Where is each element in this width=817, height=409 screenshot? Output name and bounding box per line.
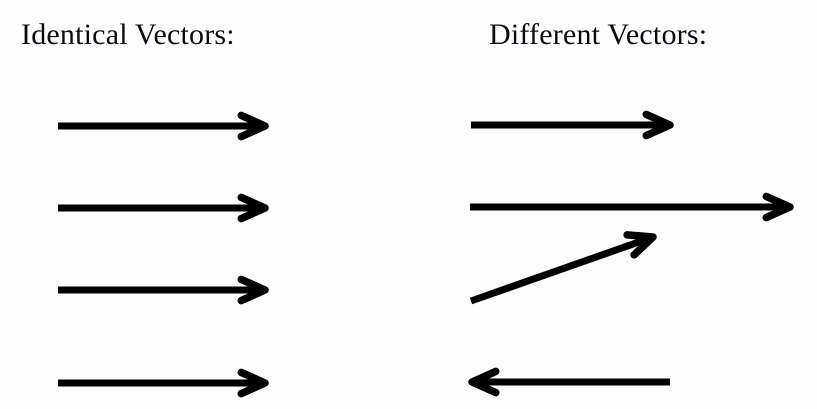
different-vector-2	[470, 192, 794, 222]
different-vector-3-arrowhead-icon	[623, 231, 657, 259]
different-vector-2-arrowhead-icon	[762, 192, 794, 222]
identical-vector-3	[58, 275, 269, 305]
different-vector-group	[468, 110, 794, 397]
different-vector-1	[471, 110, 674, 140]
identical-vector-2	[58, 193, 269, 223]
identical-vector-4-arrowhead-icon	[237, 368, 269, 398]
identical-vector-group	[58, 111, 269, 398]
different-vector-4	[468, 367, 670, 397]
identical-vectors-title: Identical Vectors:	[21, 18, 235, 51]
identical-vector-1-arrowhead-icon	[237, 111, 269, 141]
different-vectors-title: Different Vectors:	[489, 18, 708, 51]
different-vector-3	[469, 231, 657, 305]
identical-vector-4	[58, 368, 269, 398]
identical-vector-1	[58, 111, 269, 141]
identical-vector-2-arrowhead-icon	[237, 193, 269, 223]
different-vector-1-arrowhead-icon	[642, 110, 674, 140]
different-vector-3-shaft	[469, 235, 649, 305]
different-vector-4-arrowhead-icon	[468, 367, 500, 397]
identical-vector-3-arrowhead-icon	[237, 275, 269, 305]
